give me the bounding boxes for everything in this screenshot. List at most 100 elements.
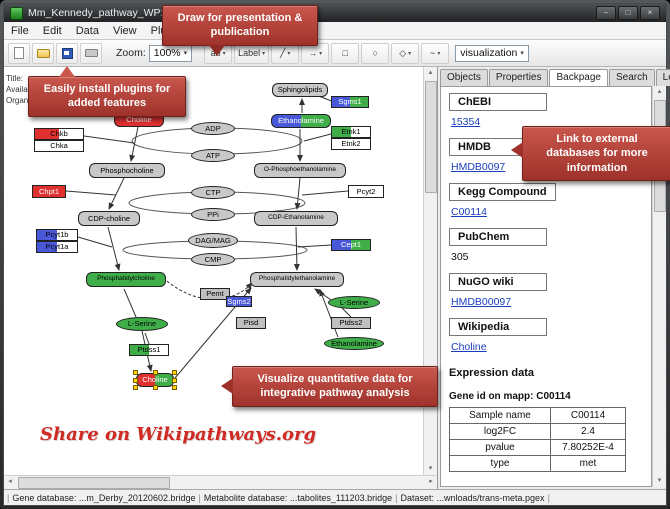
new-file-icon: [14, 47, 24, 59]
scroll-right-icon[interactable]: ▸: [429, 478, 433, 485]
external-link[interactable]: 15354: [451, 116, 481, 128]
selection-handle[interactable]: [133, 370, 138, 375]
scroll-up-icon[interactable]: ▴: [428, 69, 433, 76]
pathway-node-cept1[interactable]: Cept1: [331, 239, 371, 251]
info-line-1: Availa: [6, 85, 28, 94]
expression-value: C00114: [550, 407, 626, 424]
pathway-node-cdp-ethanolamine[interactable]: CDP-Ethanolamine: [254, 211, 338, 226]
pathway-node-ptdss2[interactable]: Ptdss2: [331, 317, 371, 329]
pathway-node-l-serine[interactable]: L-Serine: [328, 296, 380, 309]
pathway-node-l-serine[interactable]: L-Serine: [116, 317, 168, 331]
tool-button-5[interactable]: ○: [361, 42, 390, 64]
tool-button-6[interactable]: ◇▾: [391, 42, 420, 64]
menu-item-data[interactable]: Data: [75, 24, 99, 37]
selection-handle[interactable]: [153, 370, 158, 375]
pathway-node-sgms2[interactable]: Sgms2: [226, 296, 252, 307]
tab-legend[interactable]: Legend: [655, 69, 670, 86]
scroll-up-icon[interactable]: ▴: [657, 88, 662, 95]
print-button[interactable]: [80, 42, 102, 64]
tool-button-3[interactable]: →▾: [301, 42, 330, 64]
selection-handle[interactable]: [153, 385, 158, 390]
pathway-node-cmp[interactable]: CMP: [191, 253, 235, 266]
minimize-button[interactable]: –: [596, 6, 616, 20]
pathway-node-ethanolamine[interactable]: Ethanolamine: [271, 114, 331, 128]
pathway-node-etnk2[interactable]: Etnk2: [331, 138, 371, 150]
pathway-node-chka[interactable]: Chka: [34, 140, 84, 152]
tool-button-7[interactable]: ~▾: [421, 42, 450, 64]
tool-button-4[interactable]: □: [331, 42, 360, 64]
pathway-node-ctp[interactable]: CTP: [191, 186, 235, 199]
selection-handle[interactable]: [172, 385, 177, 390]
external-link[interactable]: HMDB00097: [451, 296, 512, 308]
pathway-node-ppi[interactable]: PPi: [191, 208, 235, 221]
toolbar-file-group: [8, 42, 102, 64]
pathway-node-pisd[interactable]: Pisd: [236, 317, 266, 329]
external-link[interactable]: Choline: [451, 341, 487, 353]
tab-search[interactable]: Search: [608, 69, 655, 86]
pathway-node-atp[interactable]: ATP: [191, 149, 235, 162]
gene-id-line: Gene id on mapp: C00114: [449, 391, 571, 402]
pathway-node-pcyt1b[interactable]: Pcyt1b: [36, 229, 78, 241]
tool-button-2[interactable]: ╱▾: [271, 42, 300, 64]
pathway-node-cdp-choline[interactable]: CDP-choline: [78, 211, 140, 226]
pathway-node-phosphatidylcholine[interactable]: Phosphatidylcholine: [86, 272, 166, 287]
scroll-left-icon[interactable]: ◂: [8, 478, 12, 485]
selection-handle[interactable]: [133, 378, 138, 383]
save-file-button[interactable]: [56, 42, 78, 64]
maximize-button[interactable]: □: [618, 6, 638, 20]
pathway-node-phosphatidylethanolamine[interactable]: Phosphatidylethanolamine: [250, 272, 344, 287]
pathway-node-pcyt1a[interactable]: Pcyt1a: [36, 241, 78, 253]
scroll-down-icon[interactable]: ▾: [428, 465, 433, 472]
external-link[interactable]: HMDB0097: [451, 161, 506, 173]
chevron-down-icon: ▾: [408, 50, 412, 57]
pathway-node-chpt1[interactable]: Chpt1: [32, 185, 66, 198]
pathway-node-etnk1[interactable]: Etnk1: [331, 126, 371, 138]
pathway-node-dag-mag[interactable]: DAG/MAG: [188, 233, 238, 248]
pathway-node-ethanolamine[interactable]: Ethanolamine: [324, 337, 384, 350]
canvas-horizontal-scrollbar[interactable]: ◂ ▸: [4, 475, 437, 489]
menu-item-view[interactable]: View: [112, 24, 137, 37]
pathway-node-sgms1[interactable]: Sgms1: [331, 96, 369, 108]
status-separator: |: [547, 492, 550, 503]
selection-handle[interactable]: [172, 370, 177, 375]
open-file-icon: [36, 48, 50, 58]
tab-backpage[interactable]: Backpage: [549, 69, 608, 86]
tool-button-1[interactable]: Label▾: [234, 42, 270, 64]
tab-properties[interactable]: Properties: [488, 69, 549, 86]
external-link[interactable]: C00114: [451, 206, 488, 218]
expression-key: type: [449, 455, 551, 472]
pathway-node-pcyt2[interactable]: Pcyt2: [348, 185, 384, 198]
menu-item-file[interactable]: File: [11, 24, 29, 37]
scroll-down-icon[interactable]: ▾: [657, 477, 662, 484]
visualization-combobox[interactable]: visualization ▾: [455, 44, 529, 62]
status-segment-1: Metabolite database: ...tabolites_111203…: [203, 492, 393, 503]
canvas-vertical-scrollbar[interactable]: ▴ ▾: [423, 67, 437, 475]
pathway-node-ptdss1[interactable]: Ptdss1: [129, 344, 169, 356]
backpage-header-nugo-wiki: NuGO wiki: [449, 273, 547, 291]
tab-objects[interactable]: Objects: [440, 69, 488, 86]
pathway-node-chkb[interactable]: Chkb: [34, 128, 84, 140]
title-bar: Mm_Kennedy_pathway_WP1771_45176.gpml –□×: [4, 4, 666, 22]
new-file-button[interactable]: [8, 42, 30, 64]
close-button[interactable]: ×: [640, 6, 660, 20]
pathway-node-pemt[interactable]: Pemt: [200, 288, 230, 300]
pathway-node-phosphocholine[interactable]: Phosphocholine: [89, 163, 165, 178]
toolbar-tool-group: ab▾Label▾╱▾→▾□○◇▾~▾: [204, 42, 450, 64]
selection-handle[interactable]: [133, 385, 138, 390]
pathway-node-sphingolipids[interactable]: Sphingolipids: [272, 83, 328, 97]
pathway-node-adp[interactable]: ADP: [191, 122, 235, 135]
status-separator: |: [198, 492, 201, 503]
open-file-button[interactable]: [32, 42, 54, 64]
pathway-node-o-phosphoethanolamine[interactable]: O-Phosphoethanolamine: [254, 163, 346, 178]
selection-handle[interactable]: [172, 378, 177, 383]
vertical-scroll-thumb[interactable]: [425, 81, 437, 193]
tool-glyph-4: □: [342, 48, 348, 58]
horizontal-scroll-thumb[interactable]: [18, 477, 170, 489]
menu-item-edit[interactable]: Edit: [42, 24, 62, 37]
zoom-combobox[interactable]: 100% ▾: [148, 44, 193, 62]
tool-glyph-2: ╱: [279, 47, 286, 58]
